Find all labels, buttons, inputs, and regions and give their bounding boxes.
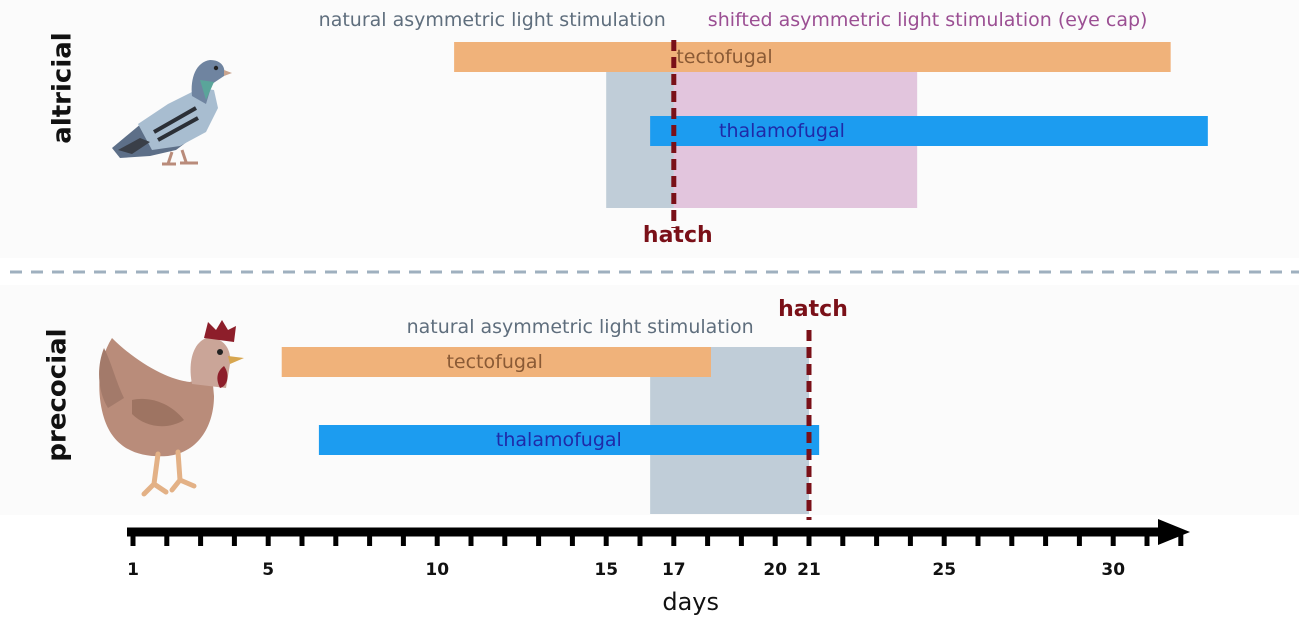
axis-tick-31 [1144, 532, 1150, 546]
axis-tick-4 [231, 532, 237, 546]
axis-tick-label-30: 30 [1101, 560, 1125, 580]
axis-tick-25 [941, 532, 947, 546]
axis-tick-30 [1110, 532, 1116, 546]
precocial-panel-background [0, 285, 1299, 515]
precocial-thalamofugal-bar [318, 425, 820, 455]
axis-tick-24 [907, 532, 913, 546]
axis-tick-12 [502, 532, 508, 546]
axis-tick-17 [671, 532, 677, 546]
axis-tick-5 [265, 532, 271, 546]
axis-tick-label-21: 21 [797, 560, 821, 580]
axis-tick-20 [772, 532, 778, 546]
precocial-natural-stim-label: natural asymmetric light stimulation [407, 316, 754, 338]
axis-tick-13 [536, 532, 542, 546]
altricial-thalamofugal-label: thalamofugal [719, 120, 845, 142]
axis-tick-26 [975, 532, 981, 546]
precocial-label: precocial [43, 328, 73, 461]
axis-tick-15 [603, 532, 609, 546]
axis-tick-label-1: 1 [127, 560, 139, 580]
axis-tick-21 [806, 532, 812, 546]
altricial-tectofugal-bar [454, 42, 1171, 72]
axis-tick-label-15: 15 [594, 560, 618, 580]
pigeon-icon [112, 60, 232, 166]
days-axis-arrowhead [1158, 519, 1190, 545]
altricial-shifted-stim-label: shifted asymmetric light stimulation (ey… [708, 9, 1148, 31]
axis-tick-11 [468, 532, 474, 546]
axis-tick-6 [299, 532, 305, 546]
axis-tick-3 [198, 532, 204, 546]
chicken-icon [99, 320, 244, 497]
altricial-label: altricial [48, 32, 78, 143]
precocial-tectofugal-label: tectofugal [446, 351, 542, 373]
axis-tick-label-5: 5 [262, 560, 274, 580]
axis-tick-14 [569, 532, 575, 546]
axis-tick-23 [874, 532, 880, 546]
axis-tick-1 [130, 532, 136, 546]
axis-tick-18 [705, 532, 711, 546]
altricial-thalamofugal-bar [650, 116, 1208, 146]
axis-tick-27 [1009, 532, 1015, 546]
axis-tick-9 [400, 532, 406, 546]
altricial-natural-stim-label: natural asymmetric light stimulation [319, 9, 666, 31]
precocial-hatch-label: hatch [778, 297, 848, 322]
axis-tick-label-17: 17 [662, 560, 686, 580]
altricial-hatch-label: hatch [643, 223, 713, 248]
axis-tick-32 [1178, 532, 1184, 546]
hatch-markers-layer: hatch hatch [643, 40, 848, 520]
axis-tick-10 [434, 532, 440, 546]
axis-tick-label-25: 25 [932, 560, 956, 580]
axis-tick-label-20: 20 [763, 560, 787, 580]
axis-tick-16 [637, 532, 643, 546]
axis-tick-2 [164, 532, 170, 546]
axis-tick-label-10: 10 [425, 560, 449, 580]
axis-tick-19 [738, 532, 744, 546]
precocial-tectofugal-bar [281, 347, 711, 377]
axis-title: days [662, 588, 719, 616]
precocial-thalamofugal-label: thalamofugal [496, 429, 622, 451]
pathway-labels-layer: natural asymmetric light stimulation shif… [319, 9, 1148, 451]
axis-tick-29 [1076, 532, 1082, 546]
altricial-tectofugal-label: tectofugal [676, 46, 772, 68]
axis-tick-7 [333, 532, 339, 546]
axis-tick-28 [1043, 532, 1049, 546]
axis-tick-22 [840, 532, 846, 546]
pathway-bars-layer [281, 42, 1208, 455]
axis-tick-8 [367, 532, 373, 546]
